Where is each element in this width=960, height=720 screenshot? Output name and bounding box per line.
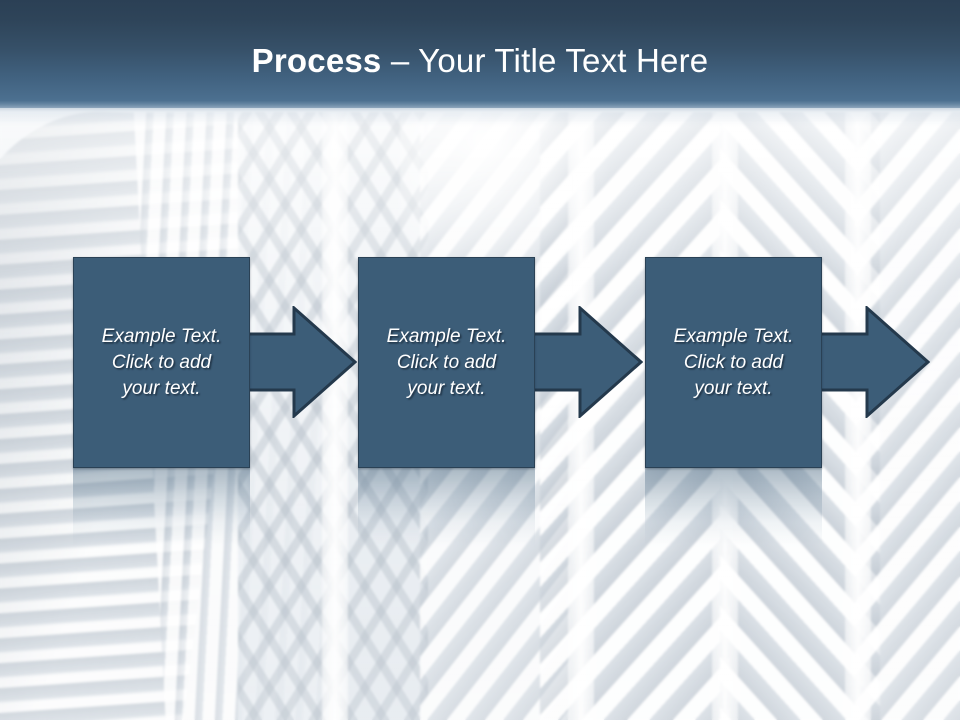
process-step-text-1[interactable]: Example Text. Click to add your text. <box>101 325 222 399</box>
page-title: Process – Your Title Text Here <box>252 42 709 80</box>
process-step-text-3[interactable]: Example Text. Click to add your text. <box>673 325 794 399</box>
process-arrow-3 <box>805 306 930 418</box>
page-title-rest: – Your Title Text Here <box>381 42 709 79</box>
process-step-box-2[interactable]: Example Text. Click to add your text. <box>358 257 535 468</box>
process-step-box-1[interactable]: Example Text. Click to add your text. <box>73 257 250 468</box>
process-step-text-2[interactable]: Example Text. Click to add your text. <box>386 325 507 399</box>
process-arrow-2 <box>518 306 643 418</box>
sky-patch <box>400 108 610 278</box>
process-step-box-3[interactable]: Example Text. Click to add your text. <box>645 257 822 468</box>
title-banner: Process – Your Title Text Here <box>0 0 960 108</box>
process-arrow-1 <box>232 306 357 418</box>
page-title-strong: Process <box>251 42 382 79</box>
